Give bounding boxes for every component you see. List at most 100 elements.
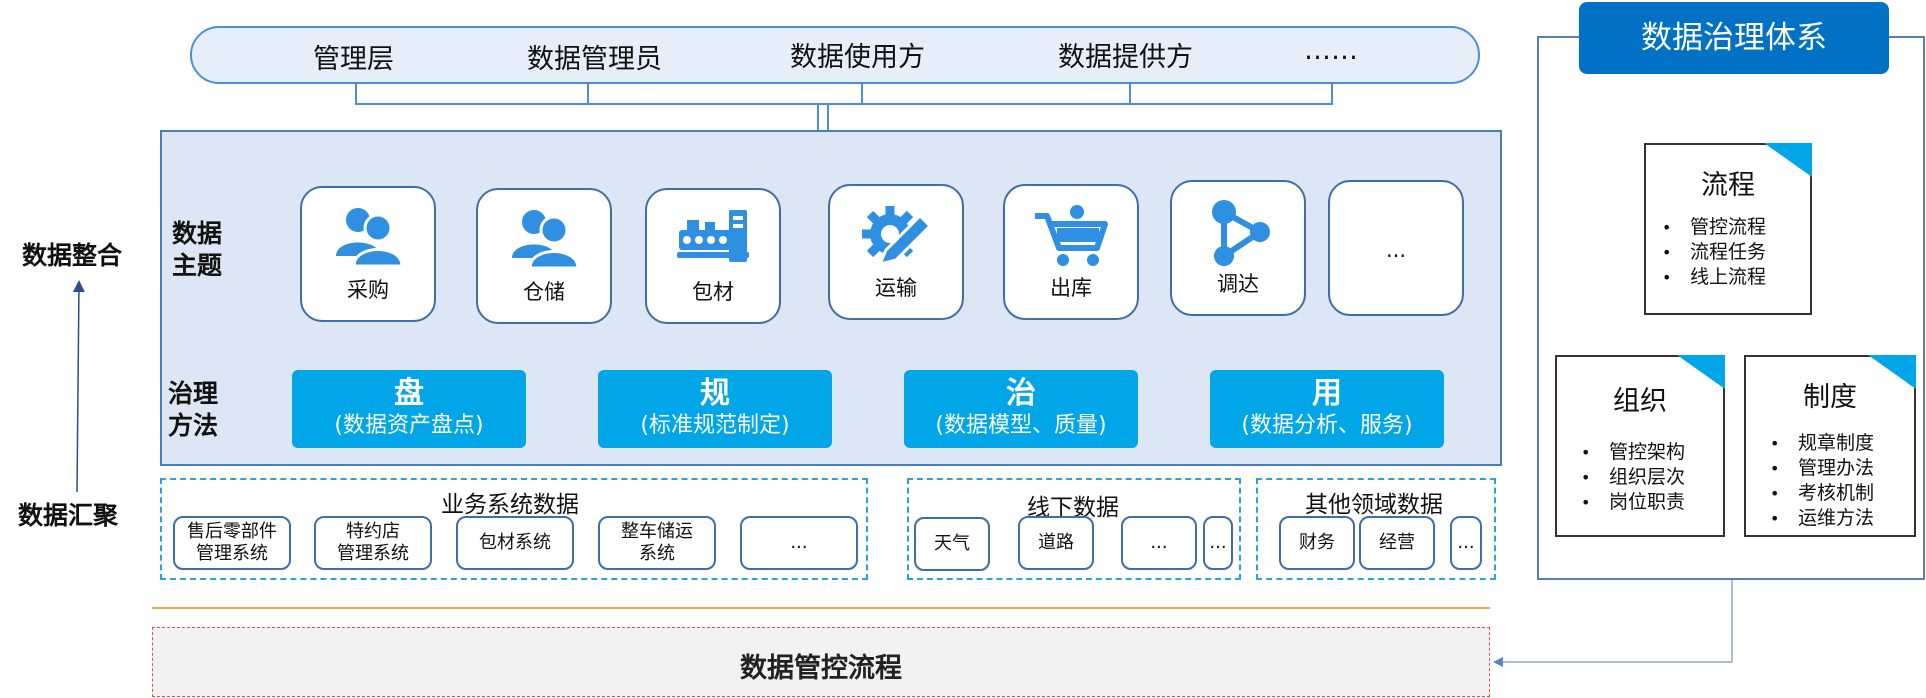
topic-more[interactable]: ...	[1328, 180, 1464, 316]
label-methods-line1: 治理	[168, 379, 219, 408]
topic-label: 运输	[875, 276, 917, 300]
topic-outbound[interactable]: 出库	[1003, 184, 1139, 320]
method-usage[interactable]: 用 (数据分析、服务)	[1210, 370, 1444, 448]
card-items: 管控流程 流程任务 线上流程	[1662, 215, 1766, 290]
topic-warehousing[interactable]: 仓储	[476, 188, 612, 324]
source-vehicle-logistics[interactable]: 整车储运系统	[598, 516, 716, 570]
topic-procurement[interactable]: 采购	[300, 186, 436, 322]
topic-label: ...	[1385, 238, 1407, 262]
role-data-consumer: 数据使用方	[790, 42, 925, 73]
label-data-aggregation: 数据汇聚	[18, 501, 119, 530]
role-management: 管理层	[313, 44, 394, 75]
source-offline-more-2[interactable]: ...	[1203, 516, 1233, 570]
corner-tab	[1764, 143, 1812, 177]
source-line: 经营	[1379, 532, 1415, 553]
card-item: 流程任务	[1662, 240, 1766, 265]
integration-arrow	[72, 280, 85, 493]
method-subtitle: (标准规范制定)	[640, 413, 790, 438]
source-line: 财务	[1299, 532, 1335, 553]
conveyor-machine-icon	[647, 206, 779, 272]
card-system[interactable]: 制度 规章制度 管理办法 考核机制 运维方法	[1744, 355, 1916, 537]
corner-tab	[1868, 355, 1916, 389]
topic-transport[interactable]: 运输	[828, 184, 964, 320]
label-topics: 数据 主题	[172, 218, 222, 282]
topic-packaging[interactable]: 包材	[645, 188, 781, 324]
topic-label: 采购	[347, 278, 389, 302]
card-process[interactable]: 流程 管控流程 流程任务 线上流程	[1644, 143, 1812, 315]
method-title: 规	[700, 376, 730, 411]
governance-title: 数据治理体系	[1579, 2, 1889, 74]
source-line: 管理系统	[196, 543, 268, 564]
source-line: 管理系统	[337, 543, 409, 564]
source-line: ...	[1457, 532, 1475, 553]
method-governance[interactable]: 治 (数据模型、质量)	[904, 370, 1138, 448]
source-operations[interactable]: 经营	[1359, 516, 1435, 570]
method-title: 治	[1006, 376, 1036, 411]
source-business-more[interactable]: ...	[740, 516, 858, 570]
method-subtitle: (数据资产盘点)	[334, 413, 484, 438]
source-line: 整车储运	[621, 521, 693, 542]
card-item: 组织层次	[1581, 465, 1685, 490]
control-flow-title: 数据管控流程	[740, 653, 902, 684]
label-methods: 治理 方法	[168, 378, 218, 442]
source-dealer-system[interactable]: 特约店管理系统	[314, 516, 432, 570]
card-organization[interactable]: 组织 管控架构 组织层次 岗位职责	[1555, 355, 1725, 537]
card-item: 考核机制	[1770, 481, 1874, 506]
governance-to-control-arrow	[1493, 580, 1733, 667]
card-item: 运维方法	[1770, 506, 1874, 531]
topic-label: 包材	[692, 280, 734, 304]
group-business-title: 业务系统数据	[441, 492, 579, 518]
source-offline-more[interactable]: ...	[1121, 516, 1197, 570]
source-line: 特约店	[346, 521, 400, 542]
role-data-steward: 数据管理员	[527, 44, 662, 75]
source-line: 天气	[934, 533, 970, 554]
card-item: 岗位职责	[1581, 490, 1685, 515]
method-inventory[interactable]: 盘 (数据资产盘点)	[292, 370, 526, 448]
people-icon	[302, 204, 434, 270]
data-control-flow[interactable]: 数据管控流程	[152, 627, 1490, 697]
method-subtitle: (数据分析、服务)	[1241, 413, 1413, 438]
source-other-more[interactable]: ...	[1450, 516, 1482, 570]
card-item: 线上流程	[1662, 265, 1766, 290]
source-line: ...	[1150, 532, 1168, 553]
method-standards[interactable]: 规 (标准规范制定)	[598, 370, 832, 448]
topic-dispatch[interactable]: 调达	[1170, 180, 1306, 316]
gear-pencil-icon	[830, 202, 962, 268]
card-item: 规章制度	[1770, 431, 1874, 456]
shopping-cart-icon	[1005, 202, 1137, 268]
source-aftersales-parts[interactable]: 售后零部件管理系统	[173, 516, 291, 570]
roles-bar	[190, 26, 1480, 84]
source-line: 售后零部件	[187, 521, 277, 542]
label-data-integration: 数据整合	[22, 241, 123, 270]
source-finance[interactable]: 财务	[1279, 516, 1355, 570]
card-title: 流程	[1701, 170, 1755, 201]
card-item: 管理办法	[1770, 456, 1874, 481]
card-title: 制度	[1803, 382, 1857, 413]
source-line: 包材系统	[479, 532, 551, 553]
share-nodes-icon	[1172, 198, 1304, 266]
method-subtitle: (数据模型、质量)	[935, 413, 1107, 438]
source-weather[interactable]: 天气	[914, 517, 990, 571]
source-line: 系统	[639, 543, 675, 564]
source-line: ...	[790, 532, 808, 553]
label-topics-line2: 主题	[172, 251, 223, 280]
topic-label: 出库	[1050, 276, 1092, 300]
source-packaging-system[interactable]: 包材系统	[456, 516, 574, 570]
card-title: 组织	[1613, 386, 1667, 417]
topic-label: 仓储	[523, 280, 565, 304]
card-items: 管控架构 组织层次 岗位职责	[1581, 440, 1685, 515]
role-data-provider: 数据提供方	[1058, 42, 1193, 73]
corner-tab	[1677, 355, 1725, 389]
card-item: 管控架构	[1581, 440, 1685, 465]
topic-label: 调达	[1217, 272, 1259, 296]
card-item: 管控流程	[1662, 215, 1766, 240]
method-title: 用	[1312, 376, 1342, 411]
method-title: 盘	[394, 376, 424, 411]
source-line: ...	[1209, 532, 1227, 553]
card-items: 规章制度 管理办法 考核机制 运维方法	[1770, 431, 1874, 531]
people-icon	[478, 206, 610, 272]
label-topics-line1: 数据	[172, 219, 223, 248]
group-other-title: 其他领域数据	[1305, 492, 1443, 518]
role-more: ……	[1304, 35, 1358, 66]
source-roads[interactable]: 道路	[1018, 516, 1094, 570]
